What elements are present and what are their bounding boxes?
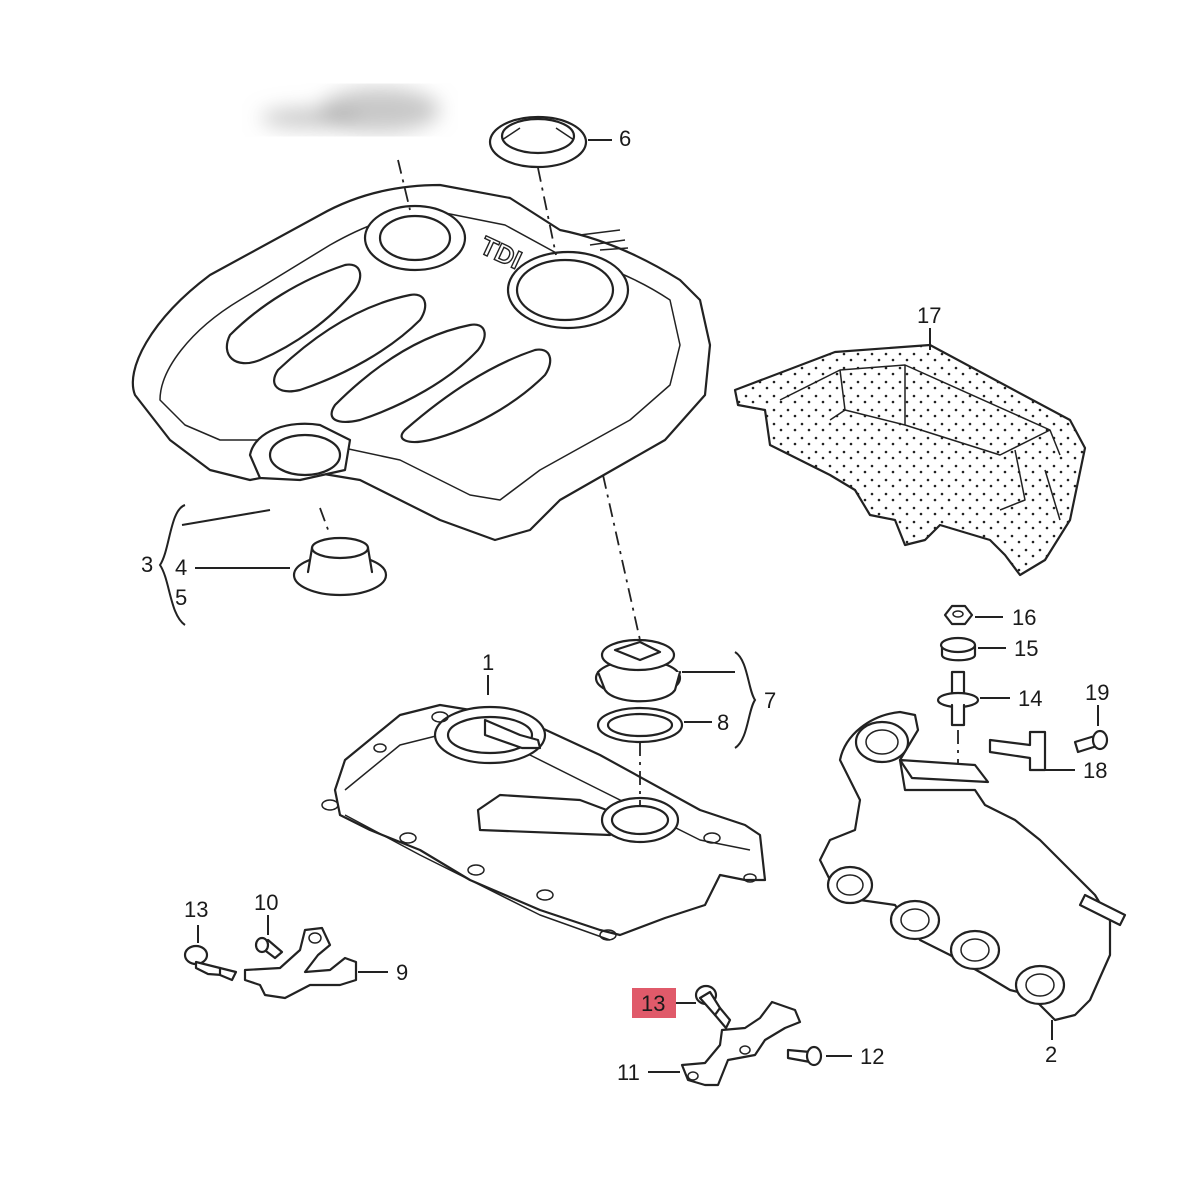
callout-19: 19	[1085, 680, 1109, 705]
engine-cover: TDI	[131, 183, 712, 542]
callout-10: 10	[254, 890, 278, 915]
callout-5: 5	[175, 585, 187, 610]
bracket-7	[734, 651, 757, 749]
stud-13b	[694, 984, 732, 1030]
callout-14: 14	[1018, 686, 1042, 711]
stud-14	[936, 670, 980, 727]
callout-12: 12	[860, 1044, 884, 1069]
exhaust-manifold-2	[818, 710, 1127, 1022]
bolt-10	[254, 936, 284, 960]
callout-7: 7	[764, 688, 776, 713]
bolt-12	[786, 1045, 823, 1067]
bracket-9	[243, 926, 358, 1000]
callout-18: 18	[1083, 758, 1107, 783]
leader-3-cover	[181, 509, 271, 526]
bracket-18	[988, 730, 1047, 772]
bracket-3	[158, 504, 186, 626]
callout-11: 11	[617, 1060, 640, 1085]
callout-13-left: 13	[184, 897, 208, 922]
grommet-4	[292, 536, 388, 597]
grommet-6	[488, 115, 588, 169]
callout-17: 17	[917, 303, 941, 328]
dash-line-7	[602, 474, 641, 641]
seal-ring-8	[596, 706, 684, 744]
callout-6: 6	[619, 126, 631, 151]
washer-15	[939, 636, 977, 662]
dash-line-top	[397, 159, 411, 211]
bracket-11	[680, 1000, 802, 1087]
dash-line-4	[319, 507, 331, 536]
callout-3: 3	[141, 552, 153, 577]
smudge-mark	[260, 88, 440, 132]
oil-filler-cap-7	[594, 638, 682, 703]
callout-13-highlighted: 13	[641, 991, 665, 1016]
callout-16: 16	[1012, 605, 1036, 630]
callout-1: 1	[482, 650, 494, 675]
callout-8: 8	[717, 710, 729, 735]
callout-2: 2	[1045, 1042, 1057, 1067]
highlight-box-13	[632, 988, 676, 1018]
bolt-19	[1073, 729, 1109, 754]
callout-15: 15	[1014, 636, 1038, 661]
nut-16	[943, 604, 974, 626]
callout-9: 9	[396, 960, 408, 985]
valve-cover-1	[321, 703, 767, 941]
callout-4: 4	[175, 555, 187, 580]
stud-13a	[183, 944, 238, 982]
foam-insulation-17	[733, 343, 1087, 577]
